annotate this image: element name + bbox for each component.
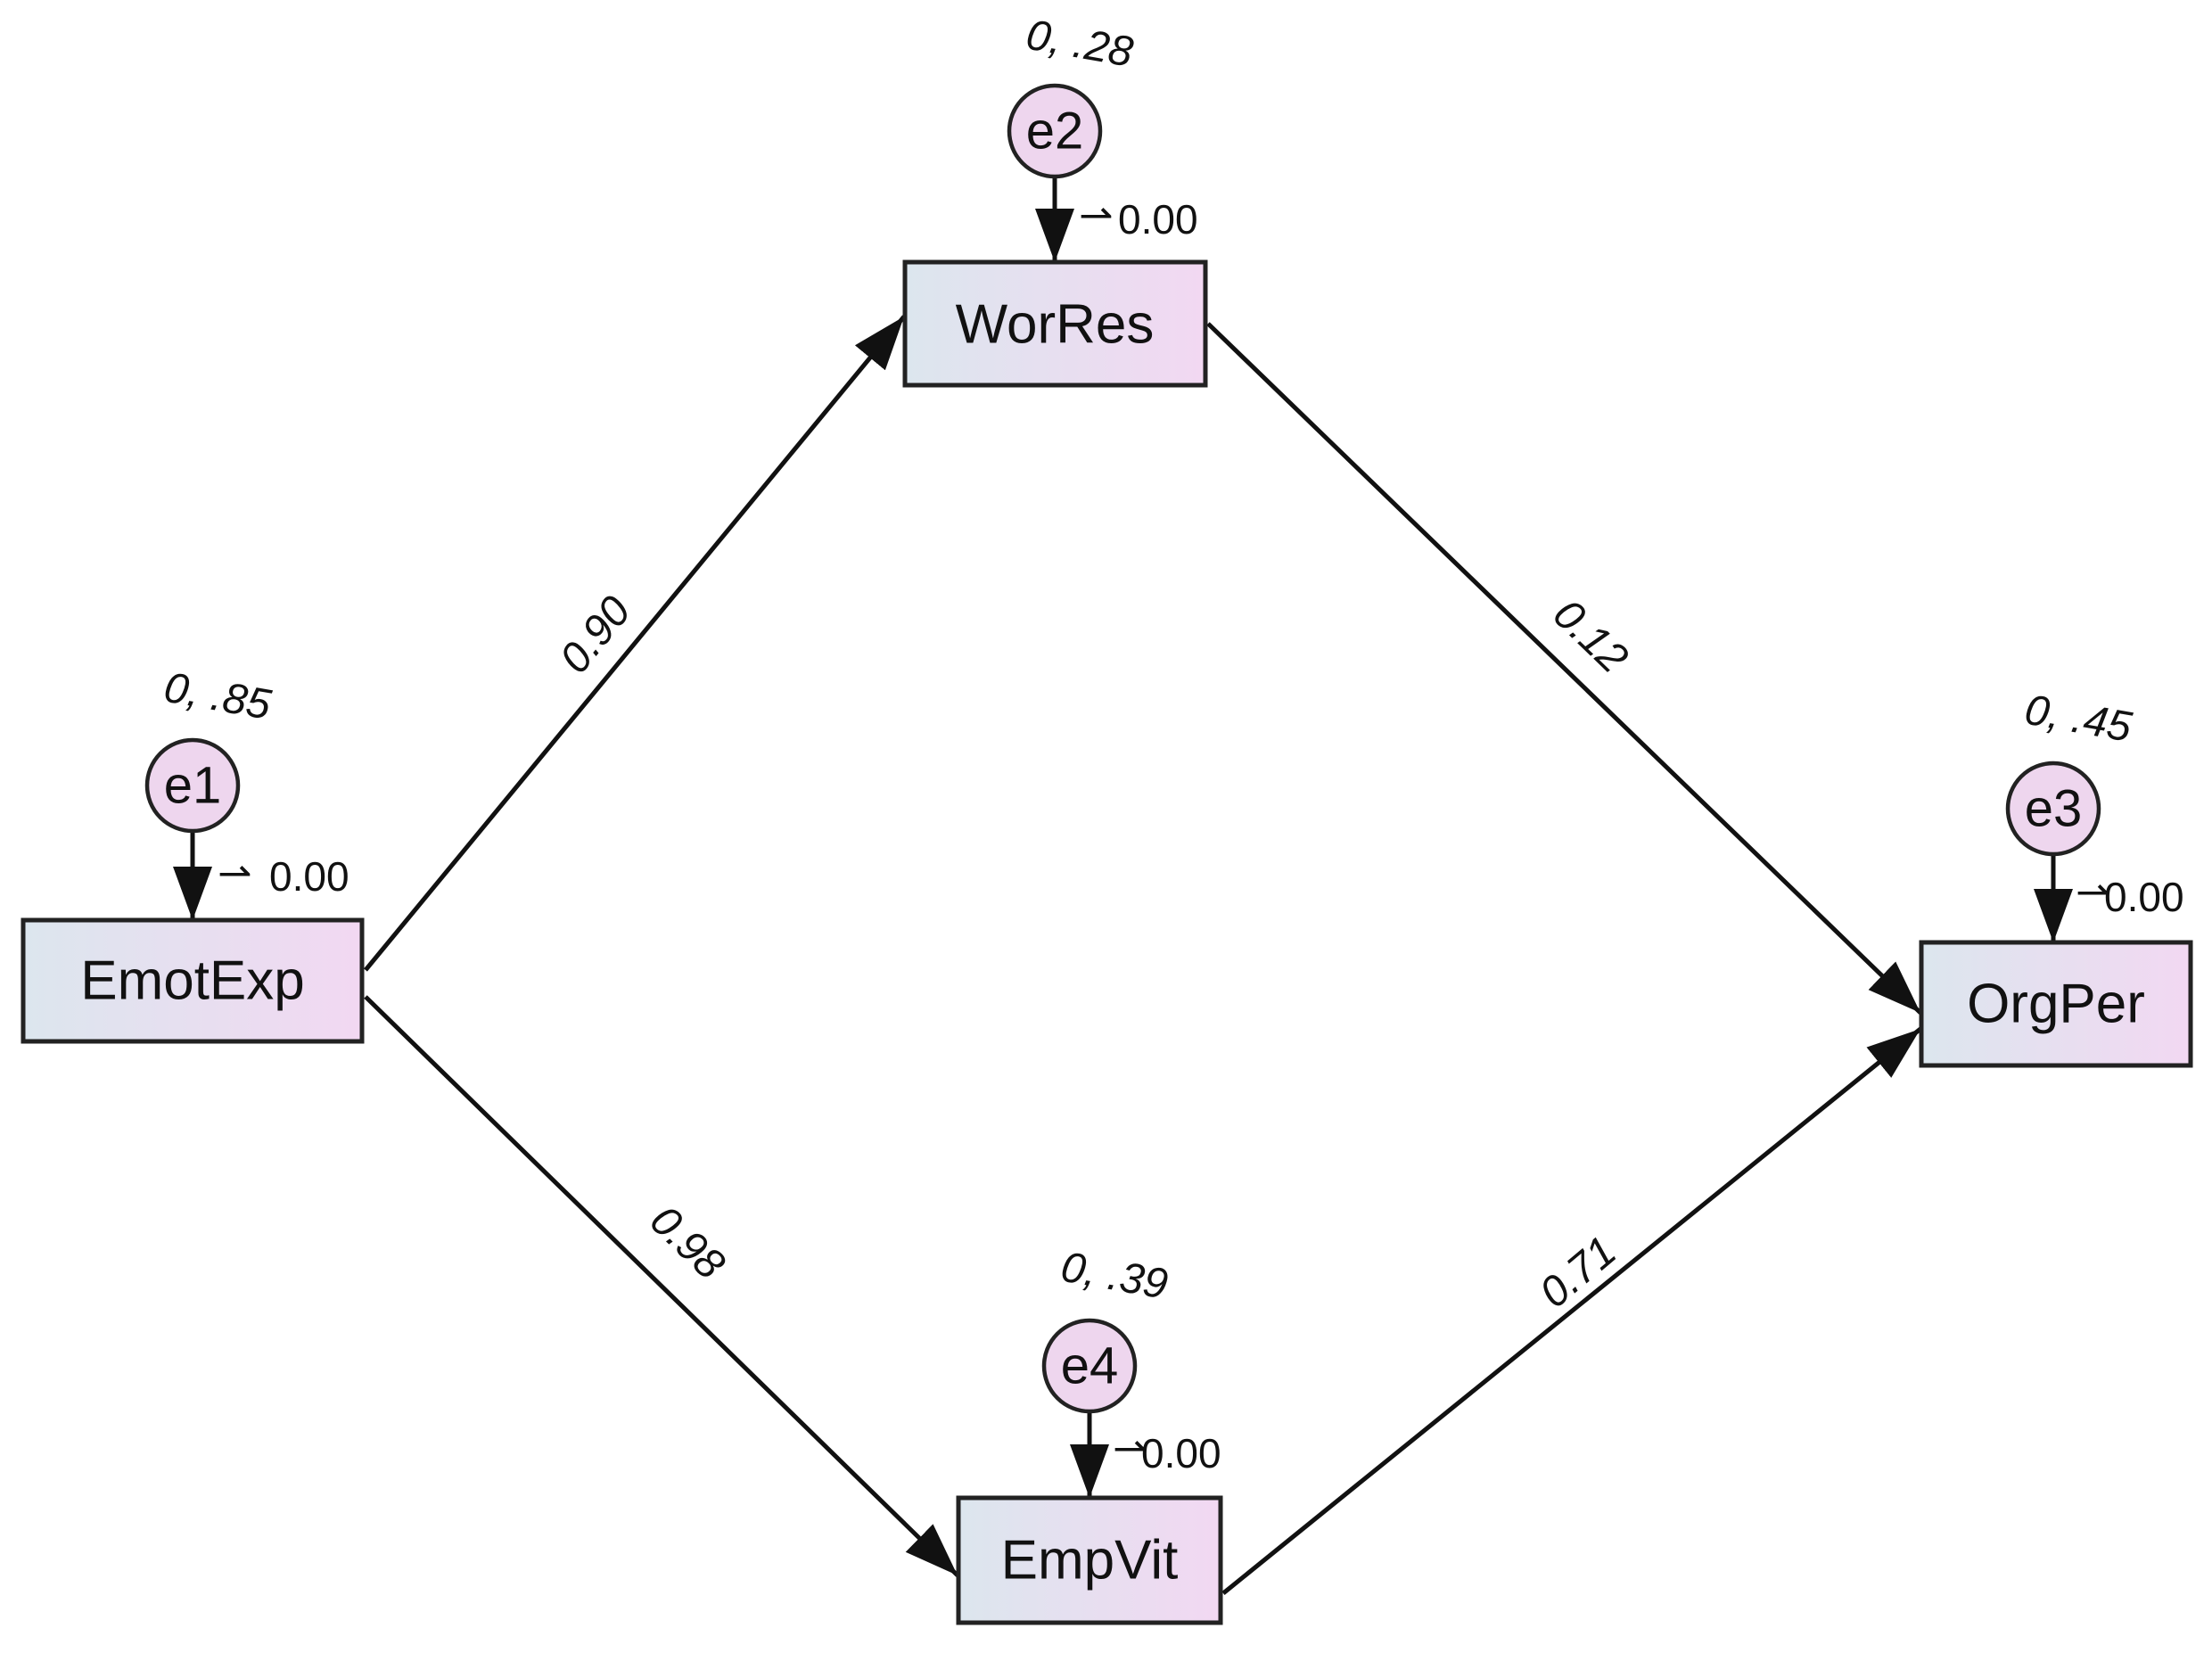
error-e4-intercept: 0.00 [1141,1430,1221,1476]
error-e4: e4 [1041,1318,1138,1414]
node-worres: WorRes [902,259,1208,388]
node-emotexp-label: EmotExp [80,950,305,1012]
path-arrow-emotexp-worres [364,315,906,972]
path-arrow-emotexp-empvit [364,995,959,1577]
error-e3: e3 [2005,761,2101,857]
error-e4-variance: 0, .39 [1057,1244,1171,1309]
path-coef-emotexp-worres: 0.90 [551,588,640,682]
error-e2-intercept: 0.00 [1118,196,1198,243]
error-e2-label: e2 [1026,103,1084,160]
error-e3-intercept: 0.00 [2104,874,2184,920]
path-arrow-empvit-orgper [1221,1027,1922,1595]
node-empvit-label: EmpVit [1001,1530,1179,1591]
node-orgper: OrgPer [1919,940,2193,1068]
error-e1-label: e1 [164,757,222,815]
node-worres-label: WorRes [956,294,1155,356]
error-e3-variance: 0, .45 [2021,687,2135,752]
error-e4-label: e4 [1061,1337,1119,1395]
error-e4-intercept-arrow-icon: ⇀ [1113,1425,1147,1471]
node-orgper-label: OrgPer [1967,974,2145,1035]
error-e2-variance: 0, .28 [1023,12,1137,77]
error-e2: e2 [1007,83,1103,179]
error-e3-intercept-arrow-icon: ⇀ [2076,868,2110,915]
error-e1-intercept-arrow-icon: ⇀ [218,850,252,896]
path-arrow-worres-orgper [1206,322,1922,1015]
error-e1: e1 [144,737,241,834]
node-emotexp: EmotExp [21,917,365,1044]
path-coef-worres-orgper: 0.12 [1544,590,1637,682]
error-e2-intercept-arrow-icon: ⇀ [1079,192,1114,238]
node-empvit: EmpVit [956,1495,1223,1625]
error-e1-intercept: 0.00 [269,853,349,900]
error-e1-variance: 0, .85 [160,664,275,729]
error-e3-label: e3 [2025,780,2083,838]
path-coef-emotexp-empvit: 0.98 [641,1197,734,1288]
